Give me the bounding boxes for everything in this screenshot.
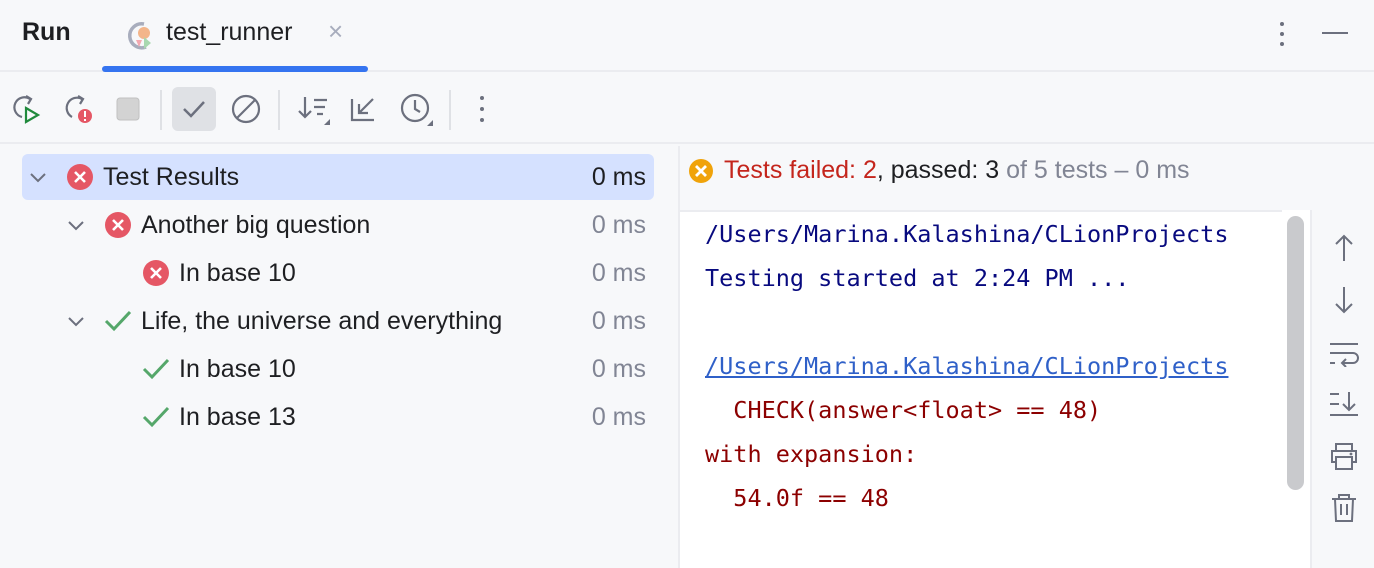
- chevron-down-icon[interactable]: [28, 167, 48, 187]
- console-line: /Users/Marina.Kalashina/CLionProjects: [705, 220, 1229, 248]
- tree-row[interactable]: In base 13 0 ms: [22, 394, 654, 440]
- test-name: In base 10: [179, 258, 296, 287]
- test-duration: 0 ms: [591, 306, 646, 335]
- test-duration: 0 ms: [591, 210, 646, 239]
- test-name: Another big question: [141, 210, 371, 239]
- up-button[interactable]: [1326, 230, 1362, 266]
- tree-row[interactable]: In base 10 0 ms: [22, 250, 654, 296]
- scrollbar-thumb[interactable]: [1287, 216, 1304, 490]
- stop-icon: [116, 97, 140, 121]
- scroll-to-end-button[interactable]: [1326, 386, 1362, 422]
- failed-icon: [67, 164, 93, 190]
- tab-selected-indicator: [102, 66, 368, 72]
- collapse-icon: [350, 98, 374, 122]
- tree-row[interactable]: Life, the universe and everything 0 ms: [22, 298, 654, 344]
- warning-failed-icon: [689, 158, 713, 183]
- clion-test-icon: [128, 22, 151, 50]
- show-ignored-toggle[interactable]: [224, 87, 268, 131]
- failed-icon: [143, 260, 169, 286]
- more-icon: [480, 96, 484, 122]
- more-button[interactable]: [460, 87, 504, 131]
- passed-icon: [142, 358, 170, 380]
- separator: [449, 90, 451, 130]
- history-button[interactable]: [394, 87, 438, 131]
- rerun-button[interactable]: [4, 87, 48, 131]
- test-duration: 0 ms: [591, 162, 646, 191]
- console-line: 54.0f == 48: [705, 484, 889, 512]
- test-name: Test Results: [103, 162, 240, 191]
- toolbar: [0, 74, 1374, 144]
- console-line: Testing started at 2:24 PM ...: [705, 264, 1130, 292]
- more-vertical-icon[interactable]: [1270, 20, 1294, 50]
- clear-button[interactable]: [1326, 490, 1362, 526]
- failed-icon: [105, 212, 131, 238]
- trash-icon: [1332, 494, 1356, 522]
- panel-divider[interactable]: [678, 146, 680, 568]
- sort-icon: [298, 97, 330, 125]
- separator: [160, 90, 162, 130]
- scroll-to-end-icon: [1330, 392, 1358, 416]
- test-duration: 0 ms: [591, 402, 646, 431]
- soft-wrap-icon: [1330, 343, 1359, 367]
- minimize-icon[interactable]: [1320, 22, 1350, 46]
- down-button[interactable]: [1326, 282, 1362, 318]
- checkmark-icon: [183, 101, 205, 118]
- console-output[interactable]: /Users/Marina.Kalashina/CLionProjects Te…: [680, 210, 1310, 568]
- arrow-down-icon: [1335, 287, 1353, 314]
- show-passed-toggle[interactable]: [172, 87, 216, 131]
- test-status-summary: Tests failed: 2, passed: 3 of 5 tests – …: [688, 156, 1190, 185]
- rerun-failed-button[interactable]: [56, 87, 100, 131]
- tree-row[interactable]: Test Results 0 ms: [22, 154, 654, 200]
- stop-button[interactable]: [106, 87, 150, 131]
- chevron-down-icon[interactable]: [66, 215, 86, 235]
- passed-icon: [142, 406, 170, 428]
- rerun-failed-icon: [65, 95, 92, 123]
- arrow-up-icon: [1335, 234, 1353, 261]
- close-icon[interactable]: ×: [328, 16, 344, 46]
- sort-button[interactable]: [292, 87, 336, 131]
- soft-wrap-button[interactable]: [1326, 336, 1362, 372]
- rerun-icon: [13, 95, 41, 124]
- separator: [278, 90, 280, 130]
- tool-window-header: Run test_runner ×: [0, 0, 1374, 72]
- console-side-toolbar: [1310, 210, 1374, 568]
- collapse-all-button[interactable]: [342, 87, 386, 131]
- test-name: Life, the universe and everything: [141, 306, 503, 335]
- test-duration: 0 ms: [591, 258, 646, 287]
- passed-icon: [104, 310, 132, 332]
- ignored-icon: [231, 94, 261, 124]
- console-line: CHECK(answer<float> == 48): [705, 396, 1102, 424]
- tool-window-title: Run: [22, 18, 71, 46]
- print-icon: [1331, 443, 1357, 470]
- tab-label: test_runner: [166, 18, 293, 46]
- total-summary: of 5 tests – 0 ms: [999, 156, 1190, 184]
- tree-row[interactable]: In base 10 0 ms: [22, 346, 654, 392]
- history-icon: [400, 93, 433, 126]
- console-line: with expansion:: [705, 440, 918, 468]
- test-name: In base 13: [179, 402, 296, 431]
- console-file-link[interactable]: /Users/Marina.Kalashina/CLionProjects: [705, 352, 1229, 380]
- failed-count: Tests failed: 2: [724, 156, 877, 184]
- passed-count: , passed: 3: [876, 156, 1000, 184]
- tree-row[interactable]: Another big question 0 ms: [22, 202, 654, 248]
- chevron-down-icon[interactable]: [66, 311, 86, 331]
- print-button[interactable]: [1326, 438, 1362, 474]
- tab-test-runner[interactable]: test_runner ×: [102, 0, 368, 72]
- test-name: In base 10: [179, 354, 296, 383]
- test-duration: 0 ms: [591, 354, 646, 383]
